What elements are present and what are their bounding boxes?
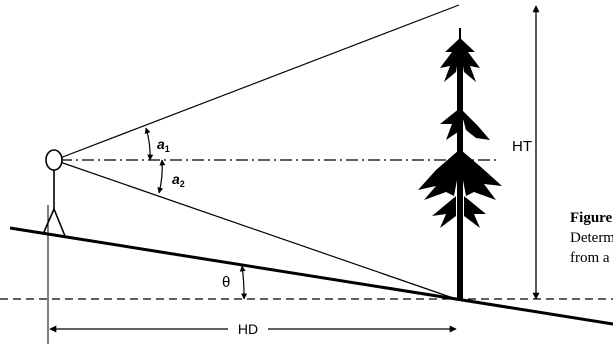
caption-line-2: from a c	[570, 250, 613, 266]
caption-line-1: Determ	[570, 230, 613, 246]
angle-a1-label: a1	[157, 136, 170, 154]
theta-arc	[239, 265, 248, 300]
angle-a1-arc	[144, 127, 154, 161]
conifer-tree	[418, 28, 502, 300]
sight-line-to-top	[59, 4, 460, 159]
caption-title: Figure	[570, 210, 613, 226]
theta-label: θ	[222, 274, 230, 291]
angle-a2-label: a2	[172, 171, 185, 189]
ground-slope-line	[9, 226, 613, 326]
observer-head	[45, 149, 63, 171]
sight-line-to-base	[59, 161, 457, 300]
observer-figure	[43, 149, 66, 237]
figure-caption: Figure Determ from a c	[570, 210, 613, 266]
horizontal-distance-label: HD	[238, 321, 258, 337]
angle-a2-arc	[157, 159, 166, 194]
height-label: HT	[512, 138, 532, 155]
